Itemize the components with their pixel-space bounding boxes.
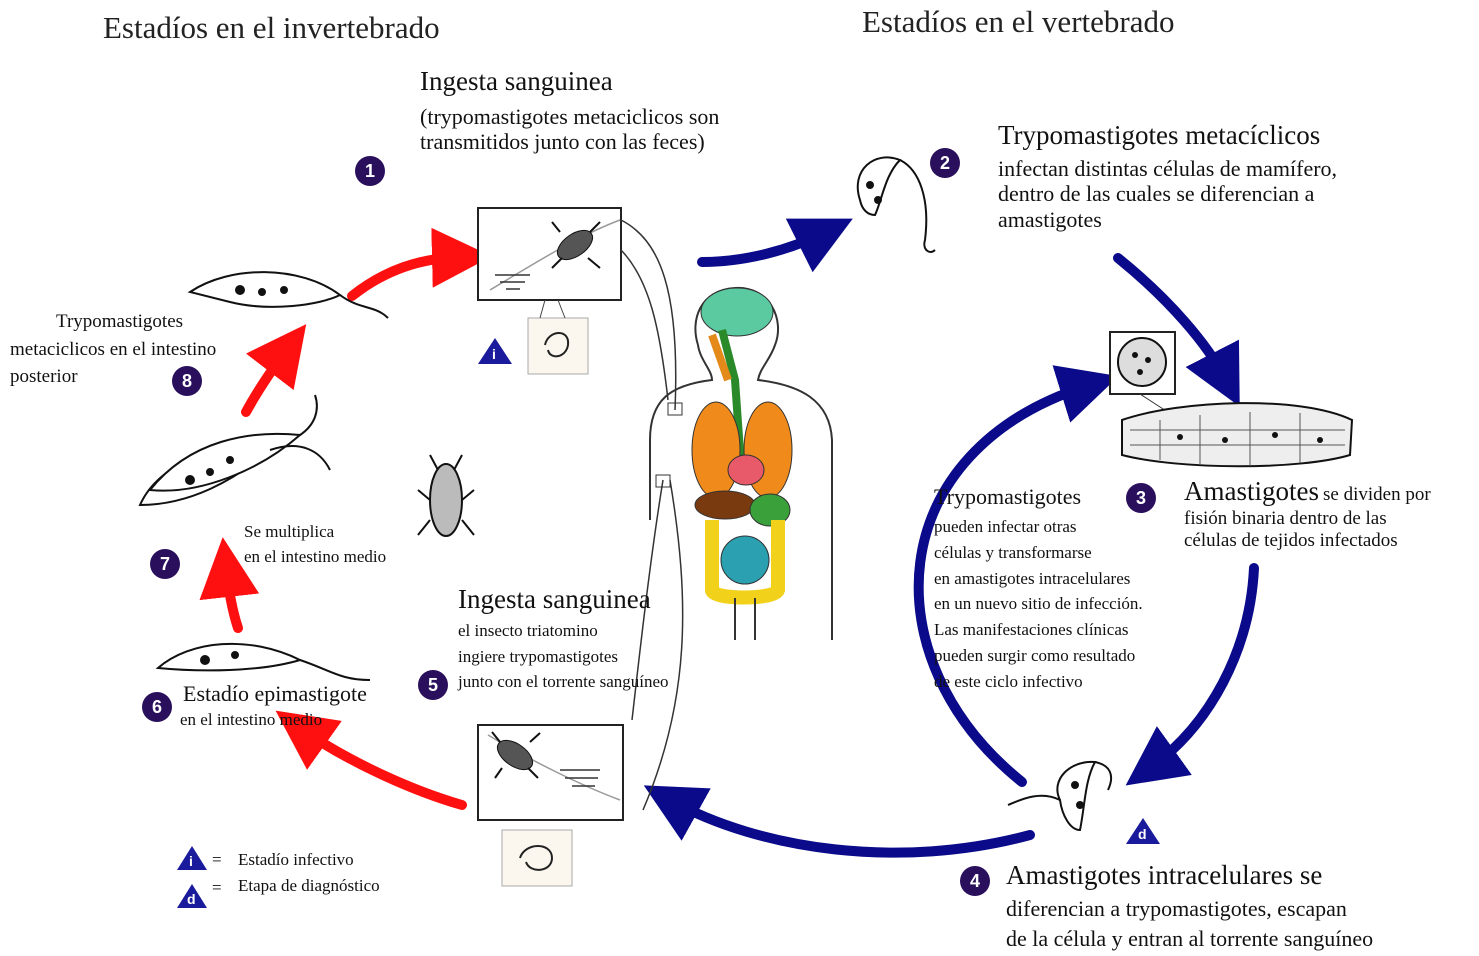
step7-badge: 7 xyxy=(150,549,180,579)
step2-title: Trypomastigotes metacíclicos xyxy=(998,120,1320,151)
arrow-5-to-6 xyxy=(300,728,462,805)
invertebrate-stages-header: Estadíos en el invertebrado xyxy=(103,10,440,46)
arrow-8-to-1 xyxy=(352,257,462,296)
reinfection-title: Trypomastigotes xyxy=(934,484,1081,509)
vertebrate-stages-header: Estadíos en el vertebrado xyxy=(862,4,1174,40)
reinfection-description: pueden infectar otrascélulas y transform… xyxy=(934,514,1143,695)
step8-badge: 8 xyxy=(172,366,202,396)
epimastigote-7-icon xyxy=(140,395,330,505)
step1-description: (trypomastigotes metaciclicos sontransmi… xyxy=(420,104,719,155)
step6-badge: 6 xyxy=(142,692,172,722)
feeding-box-bottom xyxy=(478,725,623,886)
diagnostic-stage-marker-letter: d xyxy=(1138,826,1147,842)
step3-title-suffix: se dividen por xyxy=(1323,484,1431,505)
step5-description: el insecto triatominoingiere trypomastig… xyxy=(458,618,669,695)
epimastigote-6-icon xyxy=(158,644,370,680)
connector-lines xyxy=(621,220,683,810)
step5-title: Ingesta sanguinea xyxy=(458,584,651,615)
step4-badge: 4 xyxy=(960,866,990,896)
arrow-4-to-5 xyxy=(670,800,1030,853)
step3-badge: 3 xyxy=(1126,483,1156,513)
step1-badge: 1 xyxy=(355,156,385,186)
human-figure xyxy=(650,288,832,640)
step2-badge: 2 xyxy=(930,148,960,178)
infected-cell-box xyxy=(1110,332,1180,420)
legend-infective-symbol: i xyxy=(189,853,193,869)
step6-title: Estadío epimastigote xyxy=(183,681,367,706)
step2-description: infectan distintas células de mamífero,d… xyxy=(998,156,1337,232)
legend-diagnostic-symbol: d xyxy=(187,891,196,907)
legend-diagnostic-eq: = xyxy=(212,878,222,898)
step4-title: Amastigotes intracelulares se xyxy=(1006,860,1322,891)
triatomine-bug-icon xyxy=(418,455,474,536)
tissue-icon xyxy=(1122,403,1352,466)
step3-title: Amastigotes xyxy=(1184,476,1319,506)
liver-icon xyxy=(695,491,755,519)
step7-description: Se multiplicaen el intestino medio xyxy=(244,520,386,569)
trypomastigote-4-icon xyxy=(1008,762,1111,830)
step6-description: en el intestino medio xyxy=(180,710,322,730)
left-lung-icon xyxy=(692,402,740,498)
amastigote-cell-icon xyxy=(1118,338,1166,386)
heart-icon xyxy=(728,455,764,485)
step4-description: diferencian a trypomastigotes, escapande… xyxy=(1006,894,1373,953)
brain-icon xyxy=(701,288,773,336)
infective-stage-marker-letter: i xyxy=(492,346,496,362)
step5-badge: 5 xyxy=(418,670,448,700)
legend-infective-eq: = xyxy=(212,850,222,870)
arrow-7-to-8 xyxy=(246,348,288,412)
small-intestine-icon xyxy=(721,536,769,584)
step3-description: fisión binaria dentro de lascélulas de t… xyxy=(1184,508,1398,552)
arrow-3-to-4 xyxy=(1150,568,1254,768)
legend-infective-label: Estadío infectivo xyxy=(238,850,354,870)
trypomastigote-2-icon xyxy=(858,157,935,252)
arrow-6-to-7 xyxy=(226,567,238,628)
arrow-1-to-2 xyxy=(702,232,826,262)
legend-diagnostic-label: Etapa de diagnóstico xyxy=(238,876,380,896)
step1-title: Ingesta sanguinea xyxy=(420,66,613,97)
step3-title-line: Amastigotes se dividen por xyxy=(1184,476,1431,507)
